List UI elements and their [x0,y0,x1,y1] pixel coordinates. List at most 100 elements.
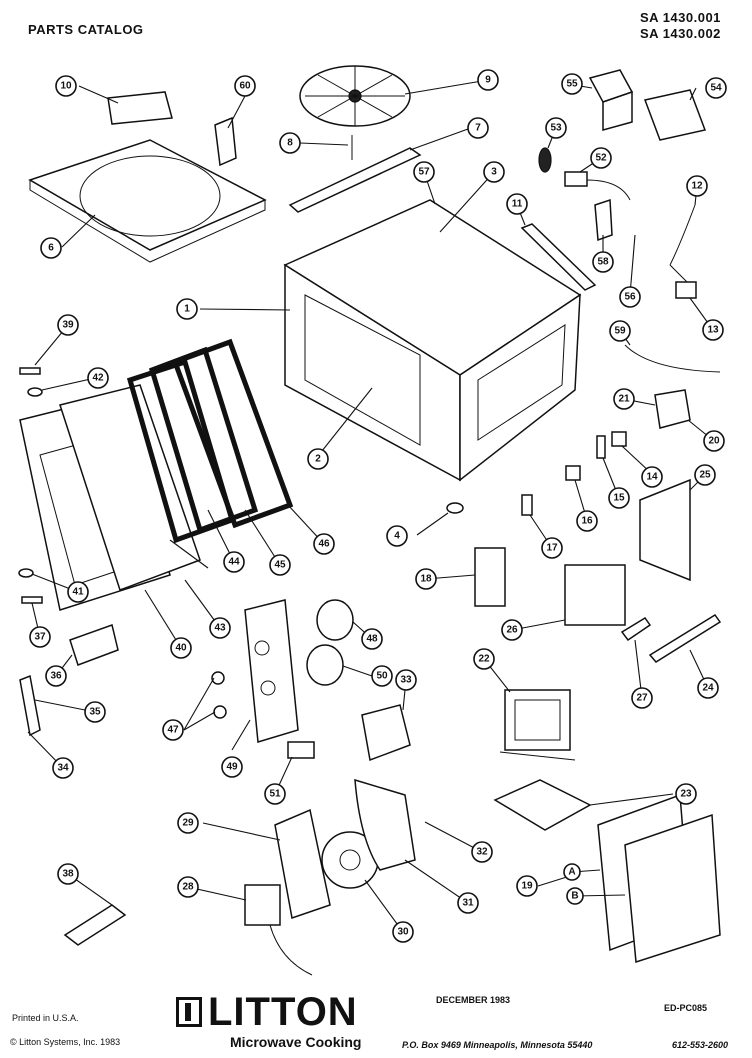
callout-25: 25 [694,464,716,486]
callout-14: 14 [641,466,663,488]
washer-42-drawing [27,387,43,397]
duct-25-drawing [639,478,691,582]
plug-13-drawing [675,281,697,299]
document-code: ED-PC085 [664,1003,708,1013]
lamp-53-drawing [538,147,552,173]
svg-text:8: 8 [287,138,293,149]
svg-text:20: 20 [708,436,720,447]
thermostat-21-drawing [654,389,691,429]
callout-18: 18 [415,568,437,590]
fan-bracket-29-drawing [274,808,331,919]
svg-text:26: 26 [506,625,518,636]
timer-50-drawing [306,644,344,686]
svg-text:37: 37 [34,632,46,643]
callout-49: 49 [221,756,243,778]
svg-text:41: 41 [72,587,84,598]
svg-text:44: 44 [228,557,240,568]
publication-date: DECEMBER 1983 [436,995,511,1005]
callout-54: 54 [705,77,727,99]
svg-text:23: 23 [680,789,692,800]
svg-text:2: 2 [315,454,321,465]
harness-38-drawing [63,904,127,946]
svg-text:29: 29 [182,818,194,829]
callout-41: 41 [67,581,89,603]
wire-59-drawing [624,344,721,373]
svg-text:55: 55 [566,79,578,90]
callout-47: 47 [162,719,184,741]
svg-text:19: 19 [521,881,533,892]
brand-subtitle: Microwave Cooking [230,1034,362,1050]
svg-text:45: 45 [274,560,286,571]
fan-duct-31-drawing [354,778,416,871]
clip-14-drawing [611,431,627,447]
control-panel-drawing [244,599,299,743]
callout-50: 50 [371,665,393,687]
callout-9: 9 [477,69,499,91]
callout-43: 43 [209,617,231,639]
callout-15: 15 [608,487,630,509]
fan-blade-drawing [299,65,411,127]
callout-36: 36 [45,665,67,687]
fuse-15-drawing [596,435,606,459]
svg-text:14: 14 [646,472,658,483]
callout-30: 30 [392,921,414,943]
svg-text:11: 11 [512,199,523,210]
callout-37: 37 [29,626,51,648]
svg-text:46: 46 [318,539,330,550]
svg-text:43: 43 [214,623,226,634]
actuator-18-drawing [474,547,506,607]
clip-37-drawing [21,596,43,604]
callout-57: 57 [413,161,435,183]
svg-text:52: 52 [595,153,607,164]
callout-52: 52 [590,147,612,169]
washer-41-drawing [18,568,34,578]
callout-42: 42 [87,367,109,389]
callout-26: 26 [501,619,523,641]
callout-6: 6 [40,237,62,259]
svg-text:42: 42 [92,373,104,384]
svg-text:A: A [568,867,575,878]
callout-35: 35 [84,701,106,723]
svg-text:39: 39 [62,320,74,331]
model-number-2: SA 1430.002 [640,26,721,41]
callout-53: 53 [545,117,567,139]
svg-text:7: 7 [475,123,481,134]
switch-52-drawing [564,171,588,187]
svg-text:27: 27 [636,693,648,704]
printed-in-usa: Printed in U.S.A. [12,1013,79,1023]
callout-19: 19 [516,875,538,897]
wire-52-drawing [586,179,631,201]
svg-text:24: 24 [702,683,714,694]
litton-logo-icon [176,997,202,1027]
svg-text:38: 38 [62,869,74,880]
svg-text:25: 25 [699,470,711,481]
callout-58: 58 [592,251,614,273]
support-bar-drawing [288,147,422,213]
svg-text:34: 34 [57,763,69,774]
bracket-27-drawing [620,616,652,642]
svg-text:15: 15 [613,493,625,504]
svg-text:58: 58 [597,257,609,268]
callout-1: 1 [176,298,198,320]
motor-wire-drawing [269,924,313,976]
callout-48: 48 [361,628,383,650]
svg-text:10: 10 [60,81,72,92]
svg-text:59: 59 [614,326,626,337]
panel-b-drawing [624,813,721,963]
base-plate-drawing [28,139,267,263]
svg-text:4: 4 [394,531,400,542]
callout-45: 45 [269,554,291,576]
callout-7: 7 [467,117,489,139]
svg-text:17: 17 [546,543,558,554]
callout-39: 39 [57,314,79,336]
callout-34: 34 [52,757,74,779]
svg-text:40: 40 [175,643,187,654]
rail-11-drawing [520,223,597,291]
clip-39-drawing [19,367,41,375]
callout-28: 28 [177,876,199,898]
callout-16: 16 [576,510,598,532]
svg-text:53: 53 [550,123,562,134]
callout-27: 27 [631,687,653,709]
svg-text:60: 60 [239,81,251,92]
magnetron-drawing [564,564,626,626]
